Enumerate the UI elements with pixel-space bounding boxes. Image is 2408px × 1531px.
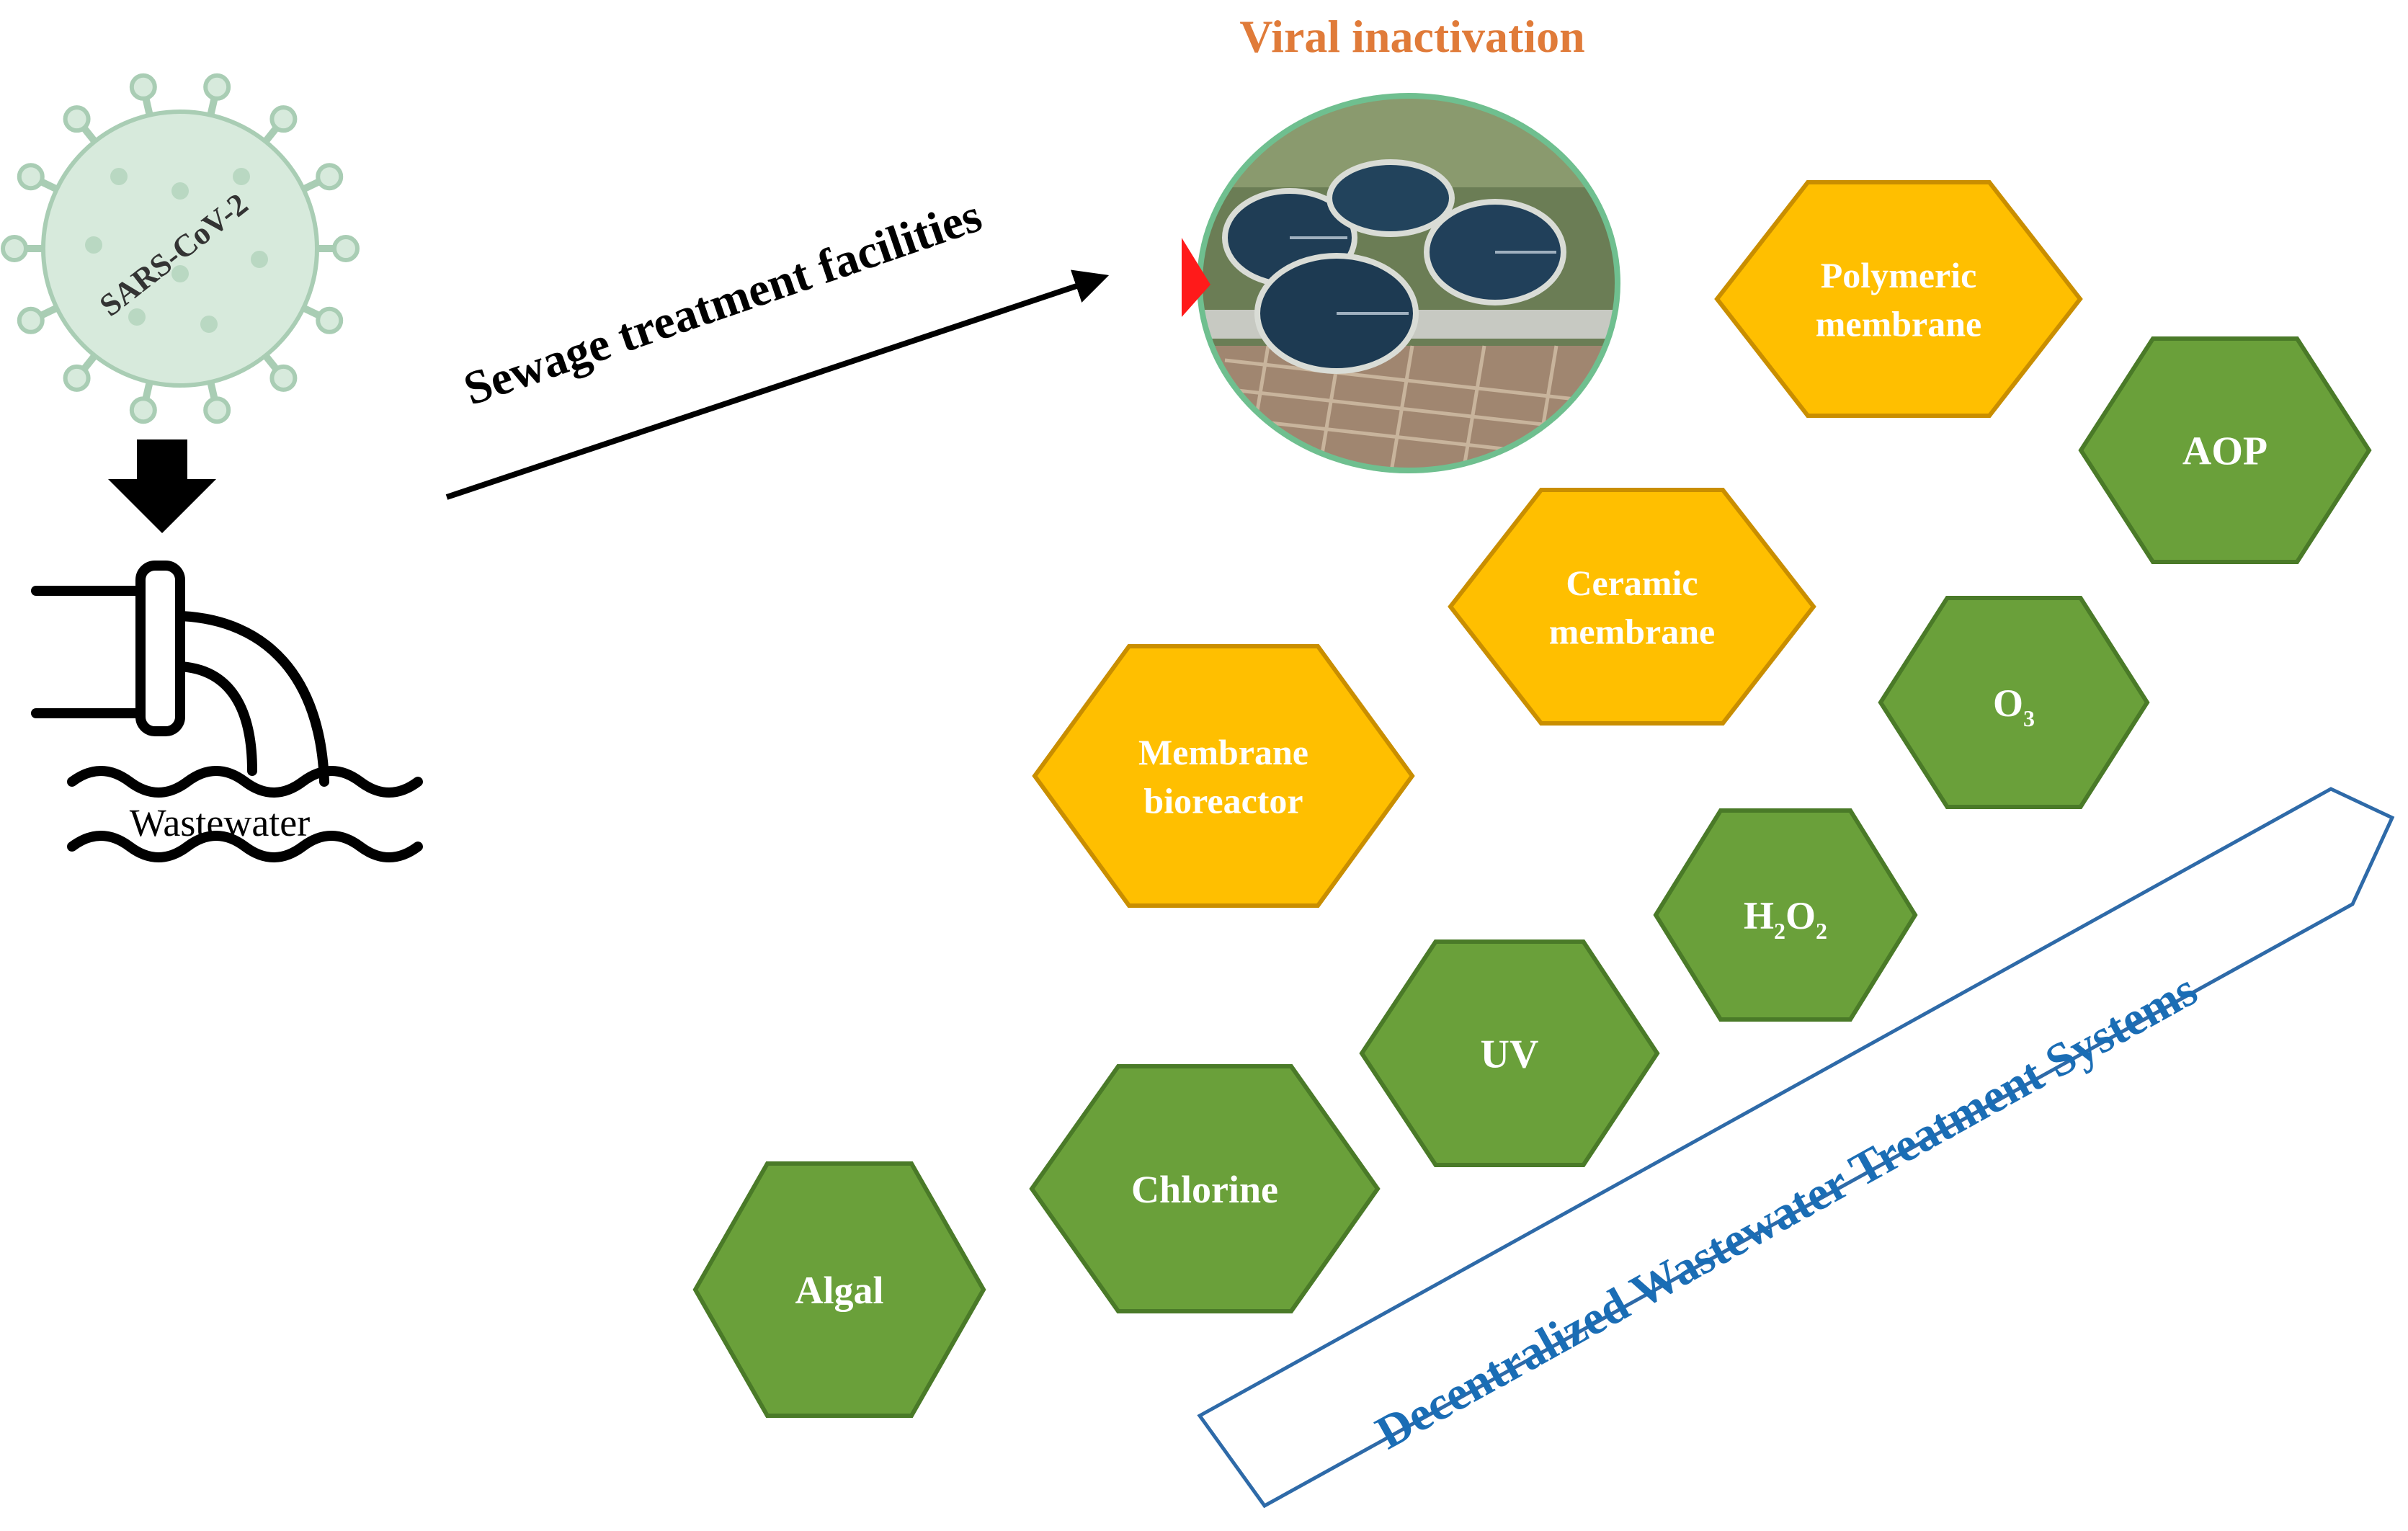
- treatment-plant-image: [1182, 93, 1620, 473]
- down-arrow-icon: [108, 439, 216, 533]
- hexagon-shape: [692, 1161, 986, 1418]
- hexagon-label: UV: [1481, 1032, 1539, 1077]
- hexagon-algal: Algal: [692, 1161, 986, 1418]
- hexagon-aop: AOP: [2078, 336, 2372, 564]
- wastewater-pipe-icon: [31, 561, 329, 787]
- hexagon-label: O3: [1993, 682, 2035, 731]
- hexagon-label: AOP: [2182, 429, 2267, 474]
- hexagon-shape: [1032, 644, 1415, 908]
- sars-cov-2-virus-icon: SARS-CoV-2: [1, 73, 360, 424]
- arrow-label: Sewage treatment facilities: [458, 189, 989, 415]
- hexagon-shape: [1359, 939, 1660, 1167]
- sewage-flow-arrow: [445, 269, 1110, 500]
- hexagon-shape: [1029, 1064, 1381, 1313]
- wastewater-label: Wastewater: [130, 801, 311, 844]
- hexagon-shape: [2078, 336, 2372, 564]
- hexagon-label: H2O2: [1744, 894, 1827, 944]
- hexagon-shape: [1448, 488, 1816, 726]
- hexagon-label: Algal: [795, 1269, 883, 1312]
- hexagon-shape: [1714, 180, 2083, 418]
- hexagon-shape: [1653, 808, 1918, 1022]
- hexagon-uv: UV: [1359, 939, 1660, 1167]
- water-waves-icon: [67, 766, 423, 862]
- diagram-title: Viral inactivation: [1239, 11, 1584, 62]
- hexagon-h2o2: H2O2: [1653, 808, 1918, 1022]
- hexagon-o3: O3: [1878, 596, 2150, 809]
- hexagon-label: Chlorine: [1131, 1168, 1278, 1211]
- hexagon-shape: [1878, 596, 2150, 809]
- hexagon-chlorine: Chlorine: [1029, 1064, 1381, 1313]
